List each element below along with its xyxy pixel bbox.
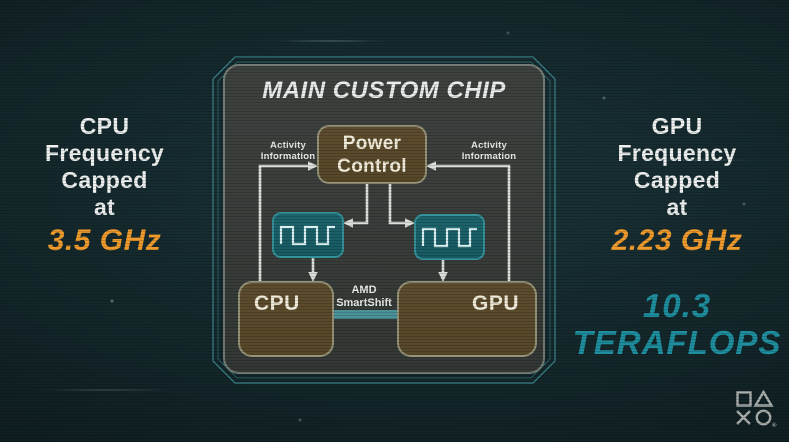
gpu-box: GPU — [397, 281, 537, 357]
activity-info-left-label: Activity Information — [258, 140, 318, 162]
teraflops-value: 10.3 TERAFLOPS — [565, 287, 789, 361]
gpu-clock-box — [414, 214, 485, 260]
activity-info-line: Activity — [270, 140, 306, 151]
cpu-frequency-value: 3.5 GHz — [47, 224, 162, 257]
cpu-clock-box — [272, 212, 344, 258]
triangle-icon — [753, 389, 774, 407]
power-control-label: Control — [337, 155, 407, 177]
circle-icon — [755, 409, 772, 426]
teraflops-number: 10.3 — [642, 287, 712, 324]
playstation-logo: ® — [736, 389, 777, 429]
caption-line: at — [666, 194, 688, 220]
registered-mark: ® — [772, 422, 777, 429]
left-clock-to-cpu-connector — [308, 258, 318, 282]
cross-icon — [736, 410, 751, 425]
activity-info-right-label: Activity Information — [459, 140, 519, 162]
caption-line: Capped — [633, 167, 721, 193]
activity-info-line: Information — [461, 151, 517, 162]
caption-line: GPU — [651, 113, 703, 139]
caption-line: Capped — [61, 167, 148, 193]
power-to-right-clock-connector — [388, 184, 415, 228]
power-control-label: Power — [342, 132, 402, 154]
smartshift-label: AMD SmartShift — [332, 284, 396, 310]
square-icon — [736, 391, 752, 407]
caption-line: Frequency — [44, 140, 164, 166]
activity-info-line: Activity — [471, 140, 507, 151]
power-to-left-clock-connector — [343, 184, 369, 228]
cpu-label: CPU — [254, 292, 300, 315]
caption-line: at — [93, 194, 116, 220]
square-wave-icon — [421, 227, 477, 248]
diagram-panel: MAIN CUSTOM CHIP — [223, 64, 545, 374]
smartshift-line: SmartShift — [336, 297, 392, 309]
power-control-box: Power Control — [317, 125, 427, 184]
caption-line: Frequency — [617, 140, 737, 166]
cpu-box: CPU — [238, 281, 334, 357]
right-clock-to-gpu-connector — [438, 260, 448, 282]
cpu-frequency-caption: CPU Frequency Capped at 3.5 GHz — [22, 113, 187, 258]
square-wave-icon — [279, 225, 335, 246]
smartshift-line: AMD — [351, 284, 377, 296]
activity-info-line: Information — [260, 151, 316, 162]
gpu-frequency-value: 2.23 GHz — [611, 224, 743, 257]
gpu-label: GPU — [471, 292, 519, 315]
caption-line: CPU — [79, 113, 130, 139]
teraflops-unit: TERAFLOPS — [572, 324, 782, 361]
gpu-frequency-caption: GPU Frequency Capped at 2.23 GHz 10.3 TE… — [565, 113, 789, 361]
